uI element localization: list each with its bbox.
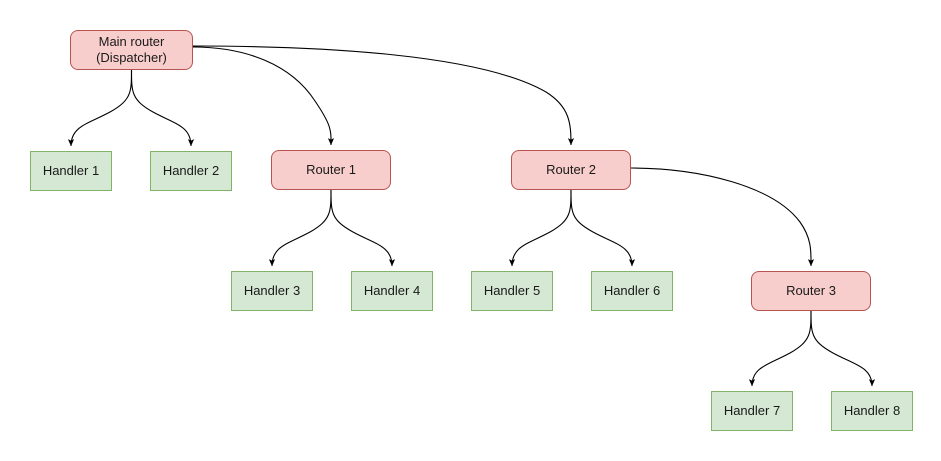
- edge-main-router-to-handler-2: [130, 69, 195, 147]
- edge-router-2-to-handler-5: [508, 189, 572, 267]
- node-main-router[interactable]: Main router (Dispatcher): [70, 30, 193, 70]
- node-router-3-label: Router 3: [786, 283, 836, 298]
- node-handler-3-label: Handler 3: [243, 283, 301, 298]
- node-router-2[interactable]: Router 2: [511, 150, 631, 190]
- node-router-3[interactable]: Router 3: [751, 271, 871, 311]
- node-handler-2-label: Handler 2: [162, 163, 220, 178]
- edge-router-3-to-handler-8: [810, 310, 876, 387]
- edge-router-1-to-handler-3: [268, 189, 332, 267]
- node-handler-5[interactable]: Handler 5: [471, 271, 553, 311]
- node-handler-1[interactable]: Handler 1: [30, 151, 112, 191]
- node-handler-1-label: Handler 1: [42, 163, 100, 178]
- node-handler-6-label: Handler 6: [603, 283, 661, 298]
- node-handler-6[interactable]: Handler 6: [591, 271, 673, 311]
- node-handler-7[interactable]: Handler 7: [711, 391, 793, 431]
- edge-main-router-to-router-1: [192, 46, 335, 146]
- node-handler-2[interactable]: Handler 2: [150, 151, 232, 191]
- edge-router-1-to-handler-4: [330, 189, 396, 267]
- node-handler-8-label: Handler 8: [843, 403, 901, 418]
- edge-router-3-to-handler-7: [748, 310, 812, 387]
- node-handler-4-label: Handler 4: [363, 283, 421, 298]
- node-handler-7-label: Handler 7: [723, 403, 781, 418]
- node-handler-8[interactable]: Handler 8: [831, 391, 913, 431]
- node-router-1-label: Router 1: [306, 162, 356, 177]
- node-router-2-label: Router 2: [546, 162, 596, 177]
- edge-router-2-to-router-3: [630, 167, 815, 267]
- edge-main-router-to-handler-1: [67, 69, 133, 147]
- node-main-router-label: Main router (Dispatcher): [96, 34, 167, 65]
- edge-router-2-to-handler-6: [570, 189, 636, 267]
- node-router-1[interactable]: Router 1: [271, 150, 391, 190]
- node-handler-4[interactable]: Handler 4: [351, 271, 433, 311]
- edge-main-router-to-router-2: [192, 45, 575, 146]
- node-handler-3[interactable]: Handler 3: [231, 271, 313, 311]
- node-handler-5-label: Handler 5: [483, 283, 541, 298]
